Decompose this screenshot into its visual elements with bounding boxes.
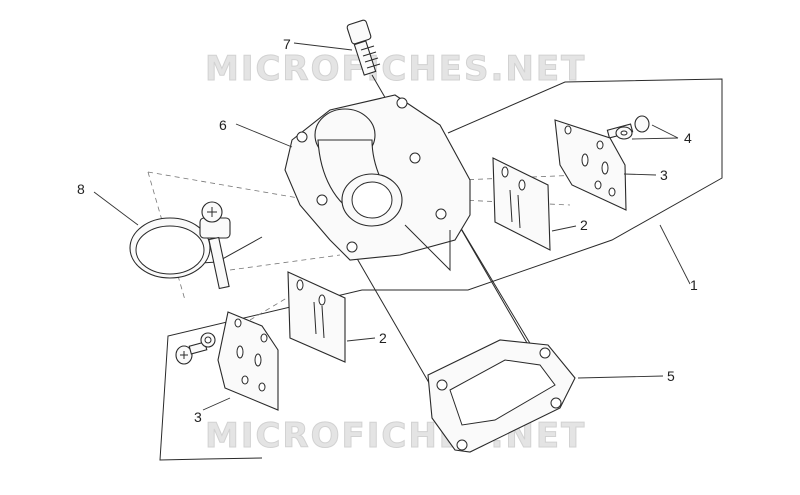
reed-stopper-part-3-left [217, 311, 279, 411]
callout-3-right: 3 [660, 167, 668, 183]
callout-3-left: 3 [194, 409, 202, 425]
gasket-part-5 [427, 339, 576, 453]
reed-petal-part-2-left [287, 271, 346, 363]
watermark-top: MICROFICHES.NET [205, 49, 586, 89]
callout-6: 6 [219, 117, 227, 133]
screw-washer-left [175, 332, 216, 365]
bolt-part-7 [346, 19, 381, 76]
reed-petal-part-2-right [492, 157, 551, 251]
leader-lines [93, 42, 691, 411]
callout-4: 4 [684, 130, 692, 146]
callout-8: 8 [77, 181, 85, 197]
manifold-part-6 [284, 94, 471, 272]
clamp-part-8 [129, 201, 231, 290]
reed-stopper-part-3-right [554, 119, 627, 211]
callout-7: 7 [283, 36, 291, 52]
callout-5: 5 [667, 368, 675, 384]
callout-2-right: 2 [580, 217, 588, 233]
screw-washer-part-4 [606, 115, 650, 140]
callout-1: 1 [690, 277, 698, 293]
assembly-outline [159, 78, 723, 461]
callout-2-left: 2 [379, 330, 387, 346]
